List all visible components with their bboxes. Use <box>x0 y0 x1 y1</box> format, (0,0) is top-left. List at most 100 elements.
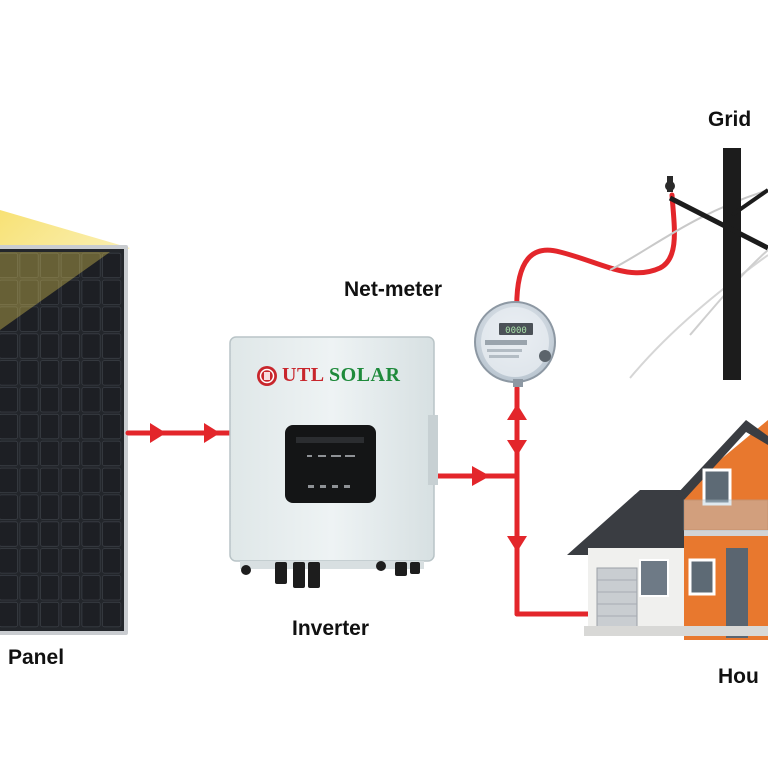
solar-cell <box>81 467 101 494</box>
solar-cell <box>19 387 39 413</box>
arrow-right-3 <box>472 466 490 486</box>
solar-cell <box>0 252 18 279</box>
solar-cell <box>40 548 60 574</box>
solar-cell <box>102 548 122 574</box>
solar-cell <box>19 413 39 440</box>
solar-cell <box>40 360 60 386</box>
solar-cell <box>60 521 80 547</box>
solar-cell <box>19 601 39 628</box>
solar-cell <box>102 306 122 332</box>
solar-cell <box>102 601 122 628</box>
solar-cell <box>60 413 80 440</box>
meter-display-value: 0000 <box>505 326 527 336</box>
solar-cell <box>81 601 101 628</box>
solar-cell <box>81 440 101 467</box>
arrow-right-1 <box>150 423 166 443</box>
solar-cell <box>60 360 80 386</box>
solar-cell <box>60 252 80 279</box>
grid-pole <box>609 148 768 380</box>
solar-cell <box>0 360 18 386</box>
solar-cell <box>60 601 80 628</box>
solar-cell <box>102 440 122 467</box>
solar-cell <box>102 279 122 306</box>
solar-cell <box>19 494 39 520</box>
solar-cell <box>81 387 101 413</box>
solar-cell <box>81 333 101 359</box>
solar-cell <box>19 521 39 547</box>
solar-cell <box>19 575 39 601</box>
solar-cell <box>19 360 39 386</box>
solar-cell <box>81 360 101 386</box>
solar-cell <box>40 306 60 332</box>
solar-cell <box>0 413 18 440</box>
solar-cell <box>0 548 18 574</box>
solar-cell <box>102 413 122 440</box>
solar-cell <box>0 601 18 628</box>
solar-cell <box>60 306 80 332</box>
solar-cell <box>60 575 80 601</box>
solar-cell <box>19 279 39 306</box>
panel-label: Panel <box>8 646 65 669</box>
solar-cell <box>40 413 60 440</box>
solar-cell <box>81 575 101 601</box>
solar-cell <box>60 467 80 494</box>
house <box>567 420 768 640</box>
brand-name-part2: SOLAR <box>329 364 401 386</box>
solar-cell <box>60 440 80 467</box>
house-label: Hou <box>718 665 759 688</box>
solar-cell <box>102 494 122 520</box>
solar-cell <box>40 440 60 467</box>
net-meter-label: Net-meter <box>344 278 443 301</box>
meter-display <box>499 323 533 335</box>
solar-cell <box>19 548 39 574</box>
solar-cell <box>102 467 122 494</box>
solar-cell <box>60 548 80 574</box>
solar-cell <box>60 494 80 520</box>
solar-cell <box>81 252 101 279</box>
solar-cell <box>40 279 60 306</box>
solar-cell <box>60 333 80 359</box>
solar-cell <box>40 494 60 520</box>
solar-cell <box>0 467 18 493</box>
solar-cell <box>0 575 18 601</box>
solar-panel <box>0 245 128 635</box>
solar-cell <box>0 440 18 467</box>
wire-meter-grid <box>514 192 677 321</box>
solar-cell <box>19 440 39 467</box>
solar-cell <box>40 601 60 628</box>
solar-cell <box>102 252 122 279</box>
grid-label: Grid <box>708 108 752 131</box>
flow-arrows <box>150 404 527 552</box>
solar-cell <box>40 387 60 413</box>
solar-cell <box>60 279 80 306</box>
solar-cell <box>19 306 39 332</box>
solar-cell <box>81 279 101 306</box>
inverter-display <box>285 425 376 503</box>
garage-door <box>596 567 638 629</box>
solar-cell <box>40 252 60 279</box>
solar-cell <box>81 494 101 520</box>
brand-name-part1: UTL <box>282 364 324 386</box>
inverter-label: Inverter <box>292 617 370 640</box>
arrow-right-2 <box>204 423 220 443</box>
solar-cell <box>81 413 101 440</box>
solar-cell <box>19 467 39 494</box>
arrow-down-1 <box>507 440 527 456</box>
solar-cell <box>0 521 18 547</box>
inverter-brand: UTL SOLAR <box>256 364 400 387</box>
solar-cell <box>0 333 18 359</box>
solar-cell <box>81 548 101 574</box>
solar-cell <box>40 575 60 601</box>
solar-cell <box>40 521 60 547</box>
solar-cell <box>60 387 80 413</box>
utl-logo-icon <box>257 365 277 386</box>
arrow-down-2 <box>507 536 527 552</box>
solar-cell <box>0 306 18 332</box>
solar-cell <box>0 279 18 305</box>
solar-cell <box>0 494 18 520</box>
arrow-up-1 <box>507 404 527 420</box>
solar-cell <box>40 333 60 359</box>
solar-cell <box>81 306 101 332</box>
solar-cell <box>0 387 18 413</box>
